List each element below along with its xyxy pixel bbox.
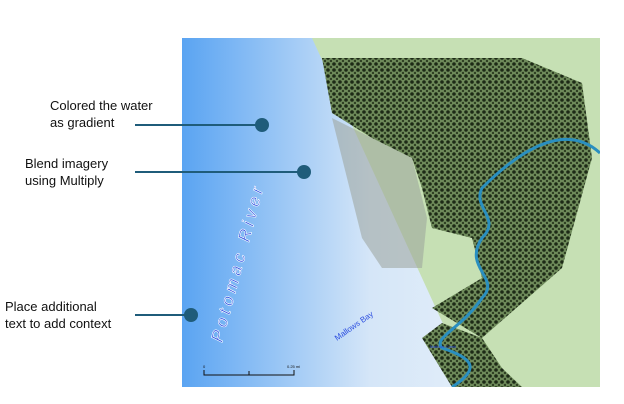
- svg-text:0: 0: [203, 364, 206, 369]
- callout-text: as gradient: [50, 115, 115, 130]
- callout-line: [135, 124, 262, 126]
- callout-blend: Blend imagery using Multiply: [25, 155, 108, 189]
- callout-line: [135, 314, 190, 316]
- callout-text: text to add context: [5, 316, 112, 331]
- imagery-blend: [332, 118, 427, 268]
- callout-text: Place additional: [5, 299, 97, 314]
- callout-text: Colored the water: [50, 98, 153, 113]
- callout-dot: [255, 118, 269, 132]
- creek-label: Mallows Creek: [430, 344, 456, 349]
- svg-text:0.25 mi: 0.25 mi: [287, 364, 300, 369]
- callout-text: using Multiply: [25, 173, 104, 188]
- callout-gradient: Colored the water as gradient: [50, 97, 153, 131]
- scale-bar: 0 0.25 mi: [203, 364, 300, 376]
- map: Potomac River Mallows Bay Mallows Creek …: [182, 38, 600, 387]
- callout-text: Blend imagery: [25, 156, 109, 171]
- callout-context: Place additional text to add context: [5, 298, 111, 332]
- map-graphic: Potomac River Mallows Bay Mallows Creek …: [182, 38, 600, 387]
- stream: [438, 138, 600, 387]
- imagery-south: [422, 323, 522, 387]
- callout-dot: [184, 308, 198, 322]
- callout-line: [135, 171, 303, 173]
- callout-dot: [297, 165, 311, 179]
- imagery-north: [322, 58, 592, 338]
